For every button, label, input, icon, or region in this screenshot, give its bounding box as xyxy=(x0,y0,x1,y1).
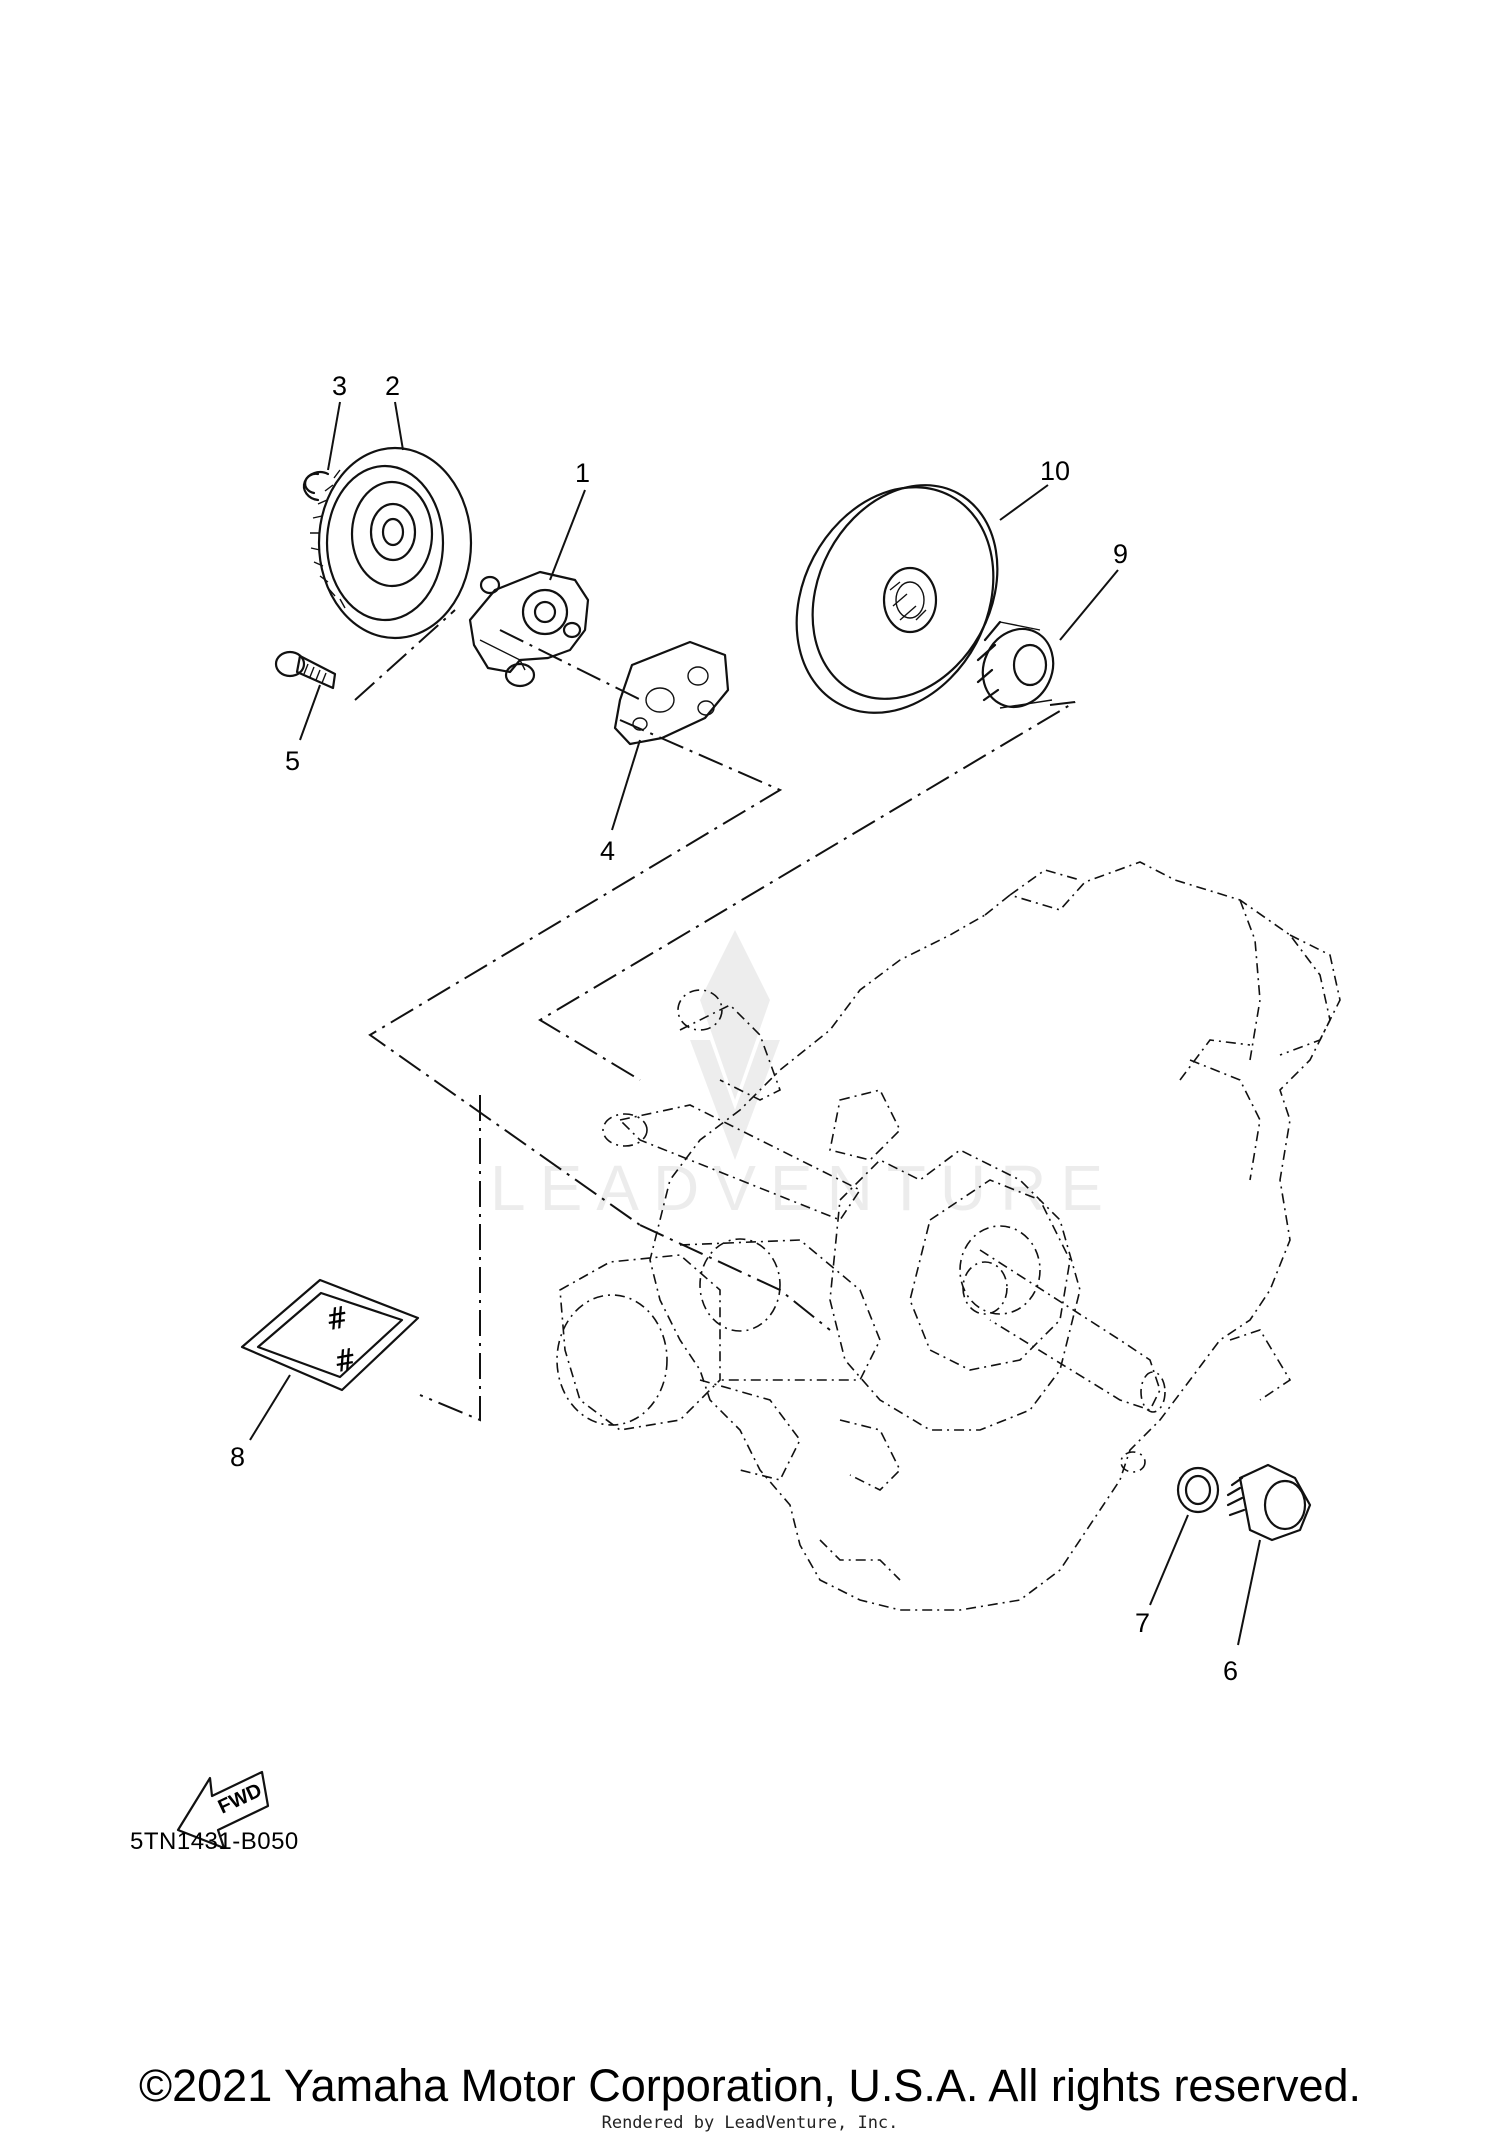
callout-10: 10 xyxy=(1040,456,1070,486)
rendered-by-notice: Rendered by LeadVenture, Inc. xyxy=(601,2113,899,2133)
callout-8: 8 xyxy=(230,1442,245,1472)
washer-part xyxy=(1176,1466,1220,1514)
callout-1: 1 xyxy=(575,458,590,488)
circlip-part xyxy=(302,471,330,502)
drain-bolt-part xyxy=(1226,1463,1312,1542)
callout-7: 7 xyxy=(1135,1608,1150,1638)
callout-5: 5 xyxy=(285,746,300,776)
crankcase-outline xyxy=(556,861,1341,1611)
screw-part xyxy=(274,650,337,690)
leadventure-watermark: LEADVENTURE xyxy=(490,930,1117,1224)
strainer-screen-part: # # xyxy=(240,1278,420,1392)
callout-2: 2 xyxy=(385,371,400,401)
svg-text:#: # xyxy=(325,1300,349,1338)
oil-pump-assembly-part xyxy=(468,570,590,688)
oil-pump-gear-part xyxy=(310,446,473,640)
svg-text:#: # xyxy=(333,1342,357,1380)
callout-4: 4 xyxy=(600,836,615,866)
copyright-notice: ©2021 Yamaha Motor Corporation, U.S.A. A… xyxy=(138,2060,1362,2111)
callout-3: 3 xyxy=(332,371,347,401)
watermark-text: LEADVENTURE xyxy=(490,1152,1117,1224)
callout-labels: 1 2 3 4 5 6 7 8 9 10 xyxy=(230,371,1238,1686)
driven-gear-disc-part xyxy=(795,484,999,714)
pinion-gear-part xyxy=(976,620,1055,709)
fwd-label: FWD xyxy=(215,1779,266,1818)
callout-6: 6 xyxy=(1223,1656,1238,1686)
gasket-part xyxy=(613,640,730,746)
callout-leaders xyxy=(249,401,1261,1646)
assembly-lines xyxy=(354,609,1076,1422)
callout-9: 9 xyxy=(1113,539,1128,569)
diagram-code: 5TN1431-B050 xyxy=(130,1828,299,1855)
